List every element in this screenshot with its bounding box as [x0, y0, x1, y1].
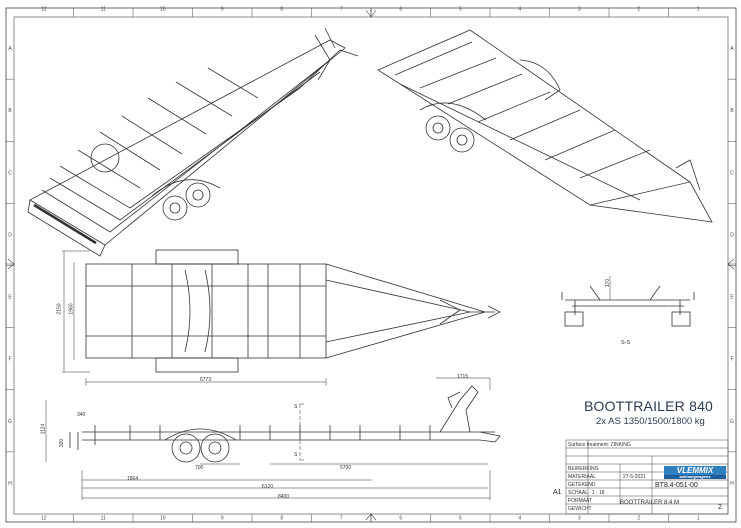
- column-label-bottom: 11: [101, 516, 106, 522]
- row-label-right: F: [730, 357, 733, 363]
- sheet-number: 2: [718, 504, 722, 511]
- row-label-right: C: [730, 170, 734, 176]
- iso-view-left: [27, 27, 359, 257]
- drawing-number: BT8.4-051-00: [655, 482, 698, 489]
- column-label-bottom: 9: [221, 516, 224, 522]
- dim-side-5: 5700: [340, 465, 352, 471]
- column-label-top: 12: [41, 7, 47, 13]
- row-label-left: H: [8, 481, 12, 487]
- column-label-top: 6: [399, 7, 402, 13]
- field-getekend: GETEKEND: [568, 482, 596, 488]
- column-label-bottom: 8: [280, 516, 283, 522]
- right-center-mark: [727, 258, 736, 270]
- dim-top-height-1: 2150: [56, 303, 63, 315]
- row-label-left: G: [8, 419, 12, 425]
- column-label-bottom: 12: [41, 516, 47, 522]
- drawing-scale: 1 : 18: [592, 490, 605, 496]
- column-label-bottom: 3: [578, 516, 581, 522]
- row-label-left: A: [8, 46, 12, 52]
- logo-name: VLEMMIX: [676, 466, 714, 475]
- column-label-top: 8: [280, 7, 283, 13]
- dim-side-8: 8400: [278, 494, 290, 500]
- row-label-right: B: [730, 108, 734, 114]
- column-label-top: 5: [459, 7, 462, 13]
- dim-side-1: 340: [77, 412, 86, 418]
- column-label-bottom: 5: [459, 516, 462, 522]
- field-formaat: FORMAAT: [568, 498, 593, 504]
- dim-side-4: 700: [195, 465, 204, 471]
- column-label-bottom: 10: [160, 516, 166, 522]
- drawing-title: BOOTTRAILER 840: [584, 398, 714, 414]
- row-label-left: D: [8, 232, 12, 238]
- row-label-left: F: [8, 357, 11, 363]
- drawing-date: 27-5-2021: [623, 474, 646, 480]
- row-label-left: B: [8, 108, 12, 114]
- column-label-top: 7: [340, 7, 343, 13]
- column-label-bottom: 2: [637, 516, 640, 522]
- column-label-bottom: 1: [697, 516, 700, 522]
- row-label-left: C: [8, 170, 12, 176]
- logo-tagline: aanhangwagens: [664, 475, 726, 479]
- dim-side-top: 1715: [457, 374, 469, 380]
- field-materiaal: MATERIAAL: [568, 474, 596, 480]
- top-view: [62, 249, 501, 386]
- column-label-bottom: 4: [518, 516, 521, 522]
- row-label-right: A: [730, 46, 734, 52]
- row-ticks: [6, 78, 736, 453]
- column-label-bottom: 7: [340, 516, 343, 522]
- column-label-top: 3: [578, 7, 581, 13]
- column-label-top: 1: [697, 7, 700, 13]
- sheet-size: A1: [553, 489, 562, 496]
- left-center-mark: [6, 258, 15, 270]
- column-label-top: 11: [101, 7, 106, 13]
- section-marker-bottom: S: [294, 452, 298, 458]
- dim-top-height-2: 1960: [68, 303, 75, 315]
- section-marker-top: S: [294, 404, 298, 410]
- field-gewicht: GEWICHT: [568, 506, 592, 512]
- dim-side-6: 1864: [127, 476, 139, 482]
- column-label-top: 10: [160, 7, 166, 13]
- inner-border: [13, 16, 729, 515]
- row-label-right: D: [730, 232, 734, 238]
- row-label-right: E: [730, 295, 734, 301]
- part-name: BOOTTRAILER 8.4 M: [620, 500, 680, 506]
- surface-note: Surface treatment: ZINKING: [568, 442, 631, 448]
- row-label-left: E: [8, 295, 12, 301]
- side-view: [45, 377, 501, 500]
- column-label-top: 2: [637, 7, 640, 13]
- dim-side-7: 6120: [262, 484, 274, 490]
- dim-top-length: 6773: [200, 377, 212, 383]
- column-label-bottom: 6: [399, 516, 402, 522]
- column-label-top: 9: [221, 7, 224, 13]
- section-view: [561, 276, 695, 327]
- row-label-right: H: [730, 481, 734, 487]
- row-label-right: G: [730, 419, 734, 425]
- field-bewerking: BEWERKING: [568, 466, 599, 472]
- title-block: [565, 439, 729, 515]
- dim-side-2: 1124: [40, 423, 47, 435]
- dim-side-3: 320: [59, 438, 66, 448]
- column-ticks: [73, 8, 669, 522]
- drawing-subtitle: 2x AS 1350/1500/1800 kg: [596, 416, 705, 427]
- section-label: S-S: [621, 340, 631, 346]
- iso-view-right: [377, 29, 713, 223]
- column-label-top: 4: [518, 7, 521, 13]
- field-schaal: SCHAAL: [568, 490, 589, 496]
- dim-section: 170: [605, 278, 612, 288]
